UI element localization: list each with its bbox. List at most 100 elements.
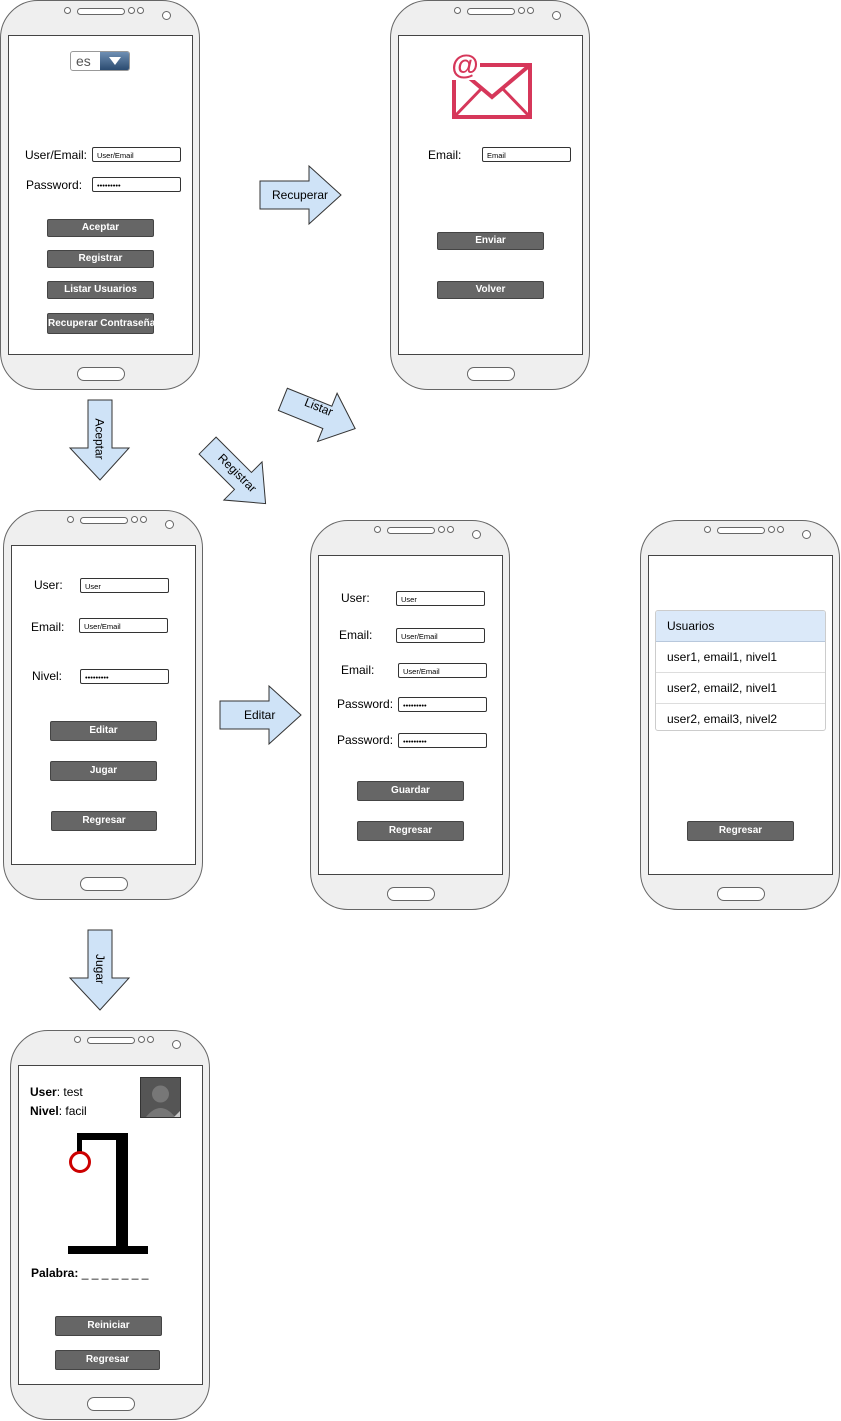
phone-sensor bbox=[768, 526, 775, 533]
email-confirm-label: Email: bbox=[341, 663, 375, 677]
arrow-listar-group: Listar bbox=[277, 384, 360, 444]
phone-speaker bbox=[80, 517, 128, 524]
avatar bbox=[140, 1077, 181, 1118]
home-button[interactable] bbox=[77, 367, 125, 381]
phone-sensor bbox=[438, 526, 445, 533]
phone-sensor bbox=[138, 1036, 145, 1043]
phone-speaker bbox=[77, 8, 125, 15]
user-label: User: bbox=[341, 591, 370, 605]
phone-sensor bbox=[67, 516, 74, 523]
back-button[interactable]: Regresar bbox=[357, 821, 464, 841]
home-button[interactable] bbox=[717, 887, 765, 901]
user-input[interactable]: User bbox=[396, 591, 485, 606]
email-input[interactable]: User/Email bbox=[79, 618, 168, 633]
word-display: Palabra: _ _ _ _ _ _ _ bbox=[31, 1266, 148, 1280]
arrow-registrar-group: Registrar bbox=[198, 436, 273, 512]
phone-sensor bbox=[128, 7, 135, 14]
home-button[interactable] bbox=[80, 877, 128, 891]
back-button[interactable]: Regresar bbox=[51, 811, 157, 831]
arrow-jugar bbox=[68, 929, 131, 1011]
home-button[interactable] bbox=[87, 1397, 135, 1411]
password-confirm-input[interactable]: ••••••••• bbox=[398, 733, 487, 748]
email-icon: @ bbox=[450, 50, 532, 119]
save-button[interactable]: Guardar bbox=[357, 781, 464, 801]
arrow-label-recuperar: Recuperar bbox=[272, 188, 329, 202]
game-level-info: Nivel: facil bbox=[30, 1104, 87, 1118]
phone-sensor bbox=[454, 7, 461, 14]
users-list-header: Usuarios bbox=[656, 611, 825, 642]
email-label: Email: bbox=[339, 628, 373, 642]
language-select[interactable]: es bbox=[70, 51, 130, 71]
phone-sensor bbox=[704, 526, 711, 533]
play-button[interactable]: Jugar bbox=[50, 761, 157, 781]
email-label: Email: bbox=[31, 620, 65, 634]
phone-camera bbox=[802, 530, 811, 539]
user-email-label: User/Email: bbox=[25, 148, 88, 162]
user-email-input[interactable]: User/Email bbox=[92, 147, 181, 162]
game-user-value: : test bbox=[56, 1085, 83, 1099]
list-item[interactable]: user2, email2, nivel1 bbox=[656, 673, 825, 704]
phone-sensor bbox=[527, 7, 534, 14]
phone-sensor bbox=[140, 516, 147, 523]
back-button[interactable]: Regresar bbox=[55, 1350, 160, 1370]
password-input[interactable]: ••••••••• bbox=[92, 177, 181, 192]
phone-sensor bbox=[137, 7, 144, 14]
restart-button[interactable]: Reiniciar bbox=[55, 1316, 162, 1336]
password-confirm-label: Password: bbox=[337, 733, 394, 747]
send-button[interactable]: Enviar bbox=[437, 232, 544, 250]
arrow-recuperar bbox=[259, 164, 342, 226]
email-input[interactable]: User/Email bbox=[396, 628, 485, 643]
list-item[interactable]: user1, email1, nivel1 bbox=[656, 642, 825, 673]
level-label: Nivel: bbox=[32, 669, 63, 683]
phone-camera bbox=[162, 11, 171, 20]
game-level-value: : facil bbox=[58, 1104, 87, 1118]
phone-camera bbox=[172, 1040, 181, 1049]
user-label: User: bbox=[34, 578, 63, 592]
email-input[interactable]: Email bbox=[482, 147, 571, 162]
arrow-editar bbox=[219, 684, 302, 746]
phone-sensor bbox=[74, 1036, 81, 1043]
phone-sensor bbox=[131, 516, 138, 523]
users-list: Usuarios user1, email1, nivel1 user2, em… bbox=[655, 610, 826, 731]
level-input[interactable]: ••••••••• bbox=[80, 669, 169, 684]
phone-camera bbox=[472, 530, 481, 539]
noose-icon bbox=[69, 1151, 91, 1173]
phone-sensor bbox=[777, 526, 784, 533]
game-user-info: User: test bbox=[30, 1085, 83, 1099]
chevron-down-icon bbox=[100, 52, 129, 70]
password-input[interactable]: ••••••••• bbox=[398, 697, 487, 712]
language-value: es bbox=[76, 53, 91, 69]
accept-button[interactable]: Aceptar bbox=[47, 219, 154, 237]
arrow-registrar bbox=[198, 436, 267, 505]
user-input[interactable]: User bbox=[80, 578, 169, 593]
arrow-aceptar bbox=[68, 399, 131, 481]
register-button[interactable]: Registrar bbox=[47, 250, 154, 268]
list-item[interactable]: user2, email3, nivel2 bbox=[667, 712, 778, 726]
word-blanks: _ _ _ _ _ _ _ bbox=[81, 1266, 149, 1280]
arrow-label-jugar: Jugar bbox=[93, 953, 108, 985]
home-button[interactable] bbox=[387, 887, 435, 901]
arrow-listar bbox=[277, 387, 356, 443]
phone-speaker bbox=[387, 527, 435, 534]
phone-camera bbox=[165, 520, 174, 529]
arrow-label-editar: Editar bbox=[244, 708, 276, 722]
phone-speaker bbox=[87, 1037, 135, 1044]
phone-speaker bbox=[717, 527, 765, 534]
home-button[interactable] bbox=[467, 367, 515, 381]
game-level-key: Nivel bbox=[30, 1104, 59, 1118]
back-button[interactable]: Volver bbox=[437, 281, 544, 299]
phone-sensor bbox=[447, 526, 454, 533]
screen-login bbox=[8, 35, 193, 355]
phone-speaker bbox=[467, 8, 515, 15]
password-label: Password: bbox=[337, 697, 394, 711]
arrow-label-aceptar: Aceptar bbox=[92, 418, 107, 460]
edit-button[interactable]: Editar bbox=[50, 721, 157, 741]
list-users-button[interactable]: Listar Usuarios bbox=[47, 281, 154, 299]
back-button[interactable]: Regresar bbox=[687, 821, 794, 841]
hangman-gallows bbox=[68, 1133, 148, 1254]
word-key: Palabra: bbox=[31, 1266, 79, 1280]
email-confirm-input[interactable]: User/Email bbox=[398, 663, 487, 678]
recover-password-button[interactable]: Recuperar Contraseña bbox=[47, 313, 155, 334]
screen-recover bbox=[398, 35, 583, 355]
game-user-key: User bbox=[30, 1085, 57, 1099]
